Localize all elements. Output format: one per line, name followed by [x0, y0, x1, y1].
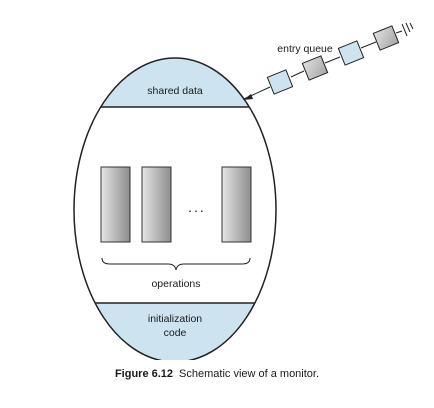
entry-queue [243, 22, 414, 100]
monitor-diagram: entry queue shared data ... operations i… [73, 22, 414, 360]
operation-box [100, 166, 131, 243]
initialization-code-label: code [164, 327, 187, 339]
initialization-label: initialization [148, 313, 202, 325]
queue-link [324, 56, 341, 64]
null-terminator-icon [401, 22, 414, 37]
operation-box [221, 166, 252, 243]
ellipsis: ... [188, 199, 206, 215]
queue-node [337, 40, 365, 66]
queue-node [372, 25, 400, 51]
queue-node [301, 55, 329, 81]
entry-queue-label: entry queue [277, 43, 333, 55]
queue-link [360, 41, 377, 49]
figure-number: Figure 6.12 [114, 368, 174, 380]
operation-box [141, 166, 172, 243]
caption-text: Schematic view of a monitor. [179, 368, 320, 380]
operations-brace [101, 257, 251, 271]
queue-arrowhead [243, 94, 253, 100]
queue-link [290, 70, 305, 78]
queue-link [395, 30, 403, 34]
queue-node [266, 69, 294, 95]
monitor-boundary [73, 57, 277, 360]
operations-label: operations [151, 278, 200, 290]
figure-caption: Figure 6.12 Schematic view of a monitor. [0, 368, 434, 380]
shared-data-label: shared data [147, 85, 203, 97]
